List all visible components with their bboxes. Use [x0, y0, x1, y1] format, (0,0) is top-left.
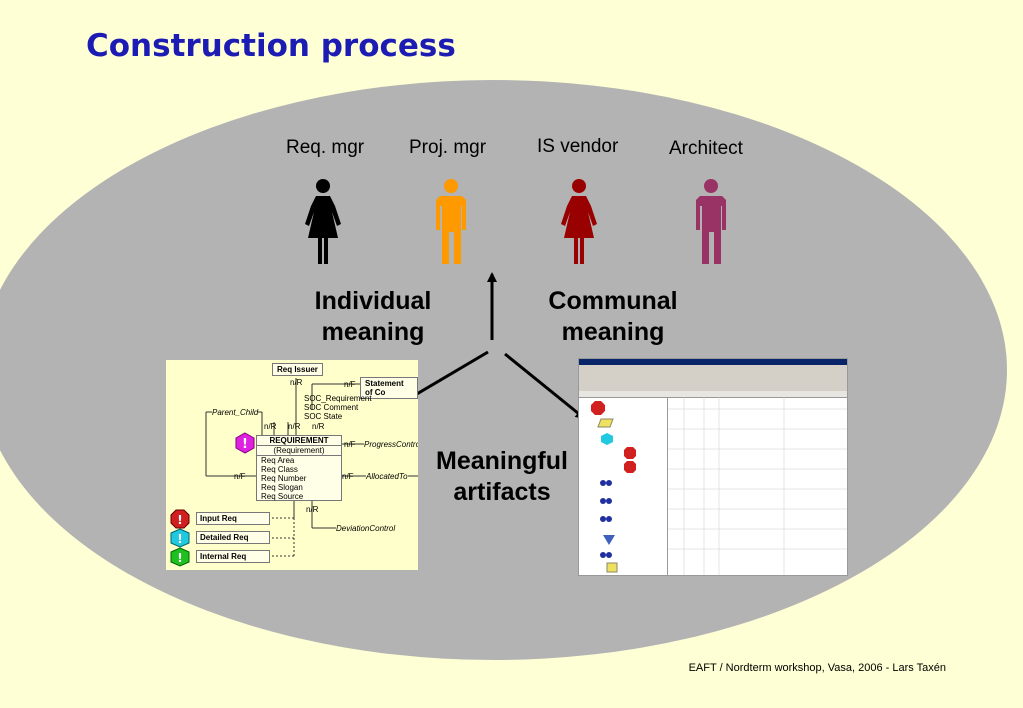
screenshot-tree-and-grid	[591, 397, 847, 575]
arrow-right	[504, 352, 586, 420]
individual-meaning-label: Individual meaning	[314, 287, 432, 346]
internal-req-icon: !	[170, 547, 190, 567]
man-icon	[436, 179, 466, 264]
requirement-header: REQUIREMENT	[257, 436, 341, 446]
screenshot-toolbar	[579, 365, 847, 391]
screenshot-titlebar	[579, 359, 847, 365]
svg-text:!: !	[242, 437, 248, 452]
parent-child-label: Parent_Child	[212, 408, 259, 417]
field-req-class: Req Class	[261, 465, 298, 474]
svg-text:!: !	[177, 551, 182, 565]
requirement-model-diagram: Req Issuer n/R n/F Statement of Co SOC_R…	[166, 360, 418, 570]
field-req-source: Req Source	[261, 492, 304, 501]
internal-req-box: Internal Req	[196, 550, 270, 563]
footer-credit: EAFT / Nordterm workshop, Vasa, 2006 - L…	[688, 662, 946, 674]
deviation-control-label: DeviationControl	[336, 524, 396, 533]
svg-text:!: !	[177, 513, 182, 527]
requirement-fields: Req Area Req Class Req Number Req Slogan…	[257, 456, 341, 501]
screenshot-header-row	[579, 391, 847, 398]
navigator-screenshot	[578, 358, 848, 576]
role-label-req-mgr: Req. mgr	[286, 137, 365, 158]
req-issuer-box: Req Issuer	[272, 363, 323, 376]
input-req-icon: !	[170, 509, 190, 529]
field-req-slogan: Req Slogan	[261, 483, 303, 492]
role-label-is-vendor: IS vendor	[537, 136, 619, 157]
requirement-box: REQUIREMENT (Requirement) Req Area Req C…	[256, 435, 342, 501]
communal-meaning-label: Communal meaning	[548, 287, 678, 346]
requirement-sub: (Requirement)	[257, 446, 341, 456]
role-label-proj-mgr: Proj. mgr	[409, 137, 487, 158]
nf-label: n/F	[344, 380, 356, 389]
input-req-box: Input Req	[196, 512, 270, 525]
role-label-architect: Architect	[669, 138, 743, 159]
svg-text:!: !	[177, 532, 182, 546]
detailed-req-icon: !	[170, 528, 190, 548]
statement-box: Statement of Co	[360, 377, 418, 399]
soc-state-label: SOC State	[304, 412, 343, 421]
woman-icon	[561, 179, 597, 264]
field-req-number: Req Number	[261, 474, 307, 483]
man-icon	[696, 179, 726, 264]
nf-label: n/F	[342, 472, 354, 481]
soc-comment-label: SOC Comment	[304, 403, 359, 412]
nr-label: n/R	[264, 422, 277, 431]
soc-requirement-label: SOC_Requirement	[304, 394, 372, 403]
meaningful-artifacts-label: Meaningful artifacts	[436, 447, 568, 506]
nr-label: n/R	[288, 422, 301, 431]
allocated-to-label: AllocatedTo	[366, 472, 408, 481]
field-req-area: Req Area	[261, 456, 295, 465]
warning-hexagon-icon: !	[235, 432, 255, 454]
nr-label: n/R	[290, 378, 303, 387]
nf-label: n/F	[344, 440, 356, 449]
page-title: Construction process	[86, 28, 456, 64]
detailed-req-box: Detailed Req	[196, 531, 270, 544]
screenshot-splitter	[667, 397, 668, 575]
progress-control-label: ProgressControl	[364, 440, 418, 449]
woman-icon	[305, 179, 341, 264]
nf-label: n/F	[234, 472, 246, 481]
nr-label: n/R	[312, 422, 325, 431]
nr-label: n/R	[306, 505, 319, 514]
